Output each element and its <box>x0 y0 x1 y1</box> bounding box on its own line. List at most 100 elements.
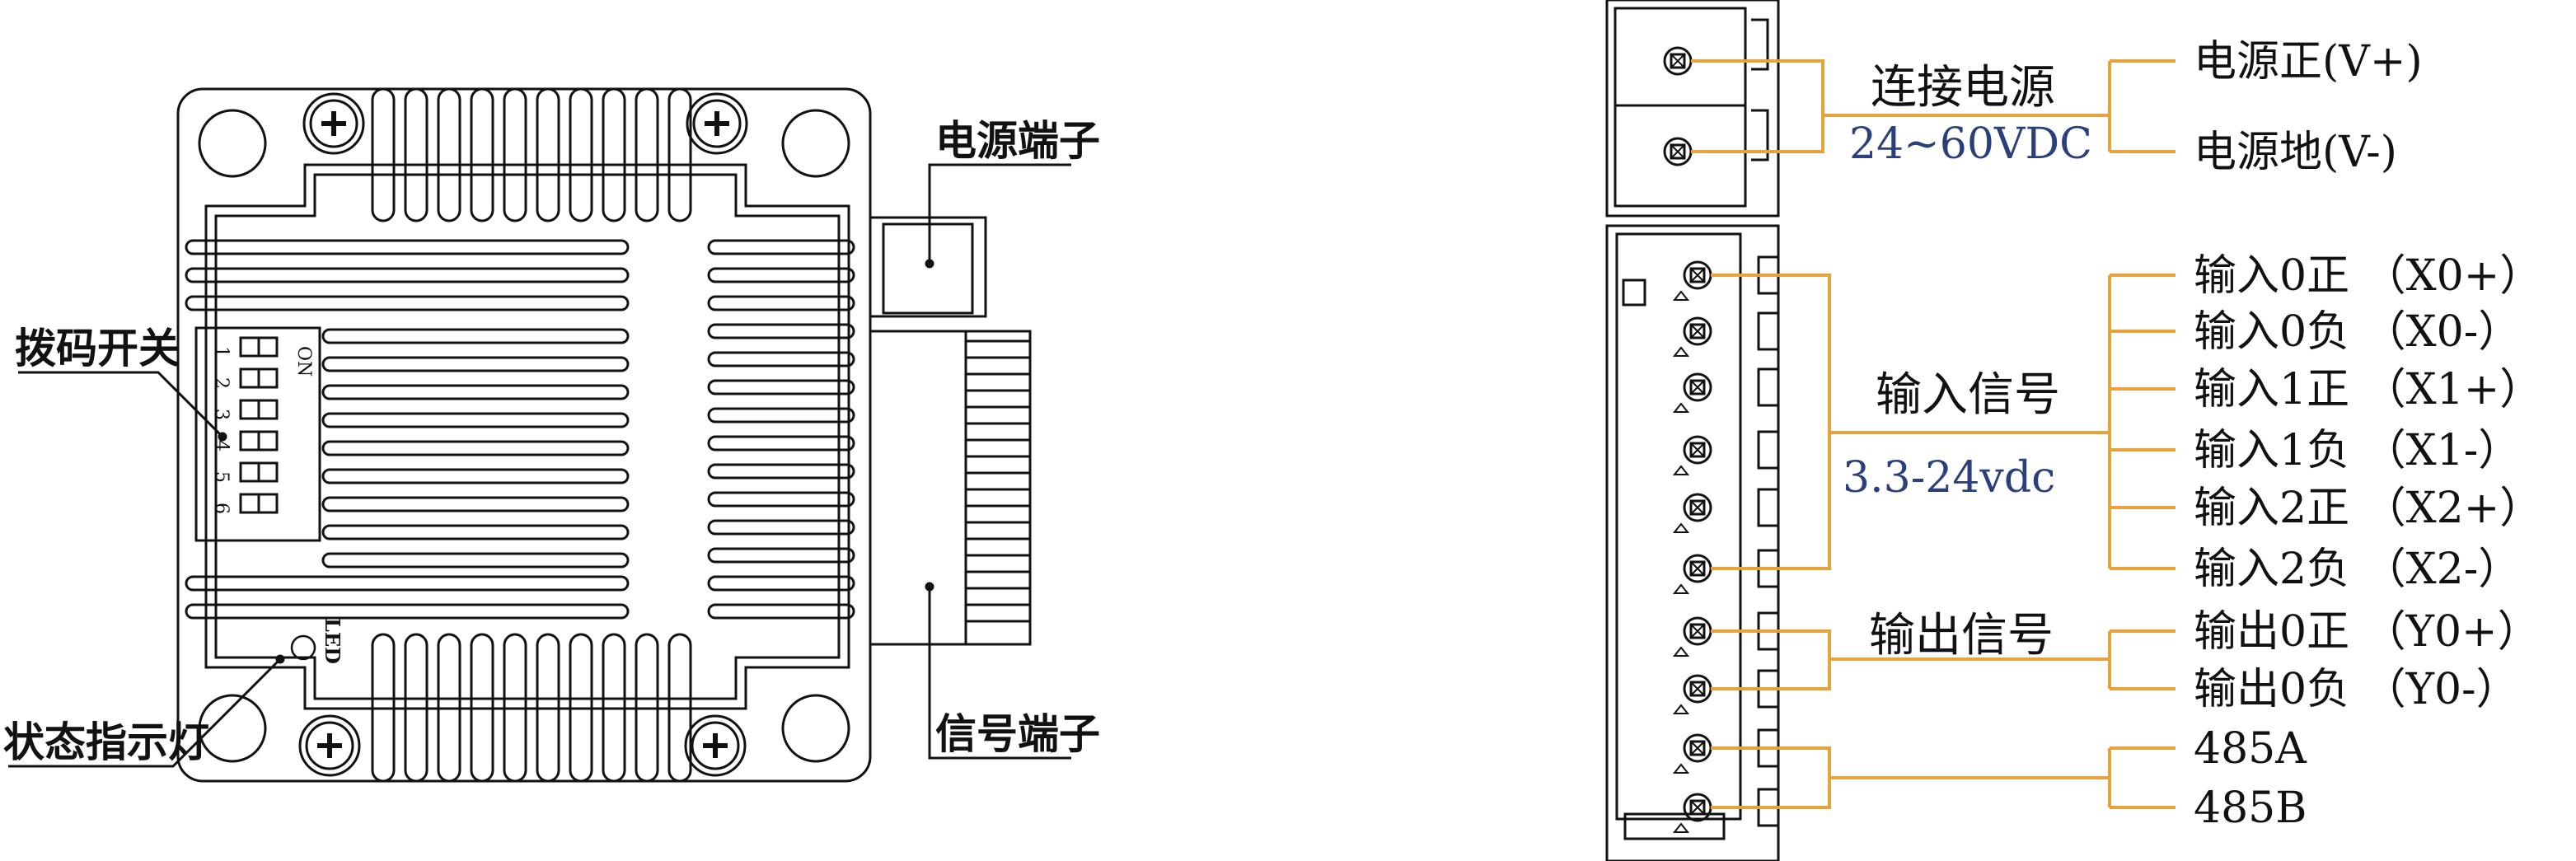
pin-screw <box>1683 674 1712 704</box>
fin-mid <box>321 412 630 428</box>
mount-hole-tr <box>781 109 850 178</box>
fin-top <box>437 87 461 222</box>
signal-connector-housing <box>1605 224 1780 861</box>
screw-br <box>684 714 747 777</box>
signal-terminal-ribs <box>964 330 1032 646</box>
label-dip-switch: 拨码开关 <box>15 324 180 372</box>
dip-number: 6 <box>211 503 232 514</box>
signal-terminal-body <box>869 330 967 646</box>
status-led <box>290 634 316 661</box>
driver-top-view <box>8 87 1071 783</box>
leader-dip-switch <box>18 371 224 438</box>
fin-left <box>185 239 630 255</box>
dip-switch-block <box>194 326 321 542</box>
terminal-block-view <box>1605 0 1780 861</box>
leader-status-light <box>8 657 282 768</box>
leader-power-terminal <box>928 163 1071 264</box>
pin-screw <box>1683 733 1712 763</box>
fin-bottom <box>667 633 692 783</box>
fin-mid <box>321 496 630 512</box>
dip-cell-knob <box>257 367 279 389</box>
fin-bottom <box>602 633 626 783</box>
label-power-terminal: 电源端子 <box>935 116 1100 165</box>
pin-label-485a: 485A <box>2194 724 2307 774</box>
dip-cell <box>239 367 260 389</box>
pin-label-v-minus: 电源地(V-) <box>2194 128 2397 177</box>
pin-screw <box>1683 260 1712 290</box>
fin-bottom <box>470 633 494 783</box>
power-group-title: 连接电源 <box>1871 61 2055 115</box>
heatsink-fins-bottom <box>371 633 692 783</box>
housing-outline <box>204 163 850 710</box>
pin-label-input: 输入0正 （X0+） <box>2194 251 2542 301</box>
fin-right <box>707 295 855 311</box>
heatsink-fins-top <box>371 87 692 222</box>
power-terminal-face <box>882 222 974 315</box>
flange-outline <box>176 87 872 783</box>
pin-clip <box>1757 311 1780 351</box>
mount-hole-bl <box>198 694 267 763</box>
fin-bottom <box>536 633 560 783</box>
fin-top <box>569 87 593 222</box>
fin-right <box>707 575 855 592</box>
fin-right <box>707 435 855 452</box>
pin-screw <box>1683 793 1712 822</box>
fin-top <box>635 87 659 222</box>
pin-screw <box>1683 372 1712 402</box>
leader-line <box>1711 274 1831 570</box>
screw-tr <box>686 92 748 155</box>
leader-line <box>1711 629 1831 690</box>
screw-bl <box>298 714 361 777</box>
dip-cell <box>239 336 260 358</box>
signal-pins <box>1672 255 1780 833</box>
fin-bottom <box>404 633 429 783</box>
power-connector-inner <box>1614 7 1747 208</box>
fin-top <box>602 87 626 222</box>
fin-right <box>707 407 855 423</box>
output-group-title: 输出信号 <box>1869 609 2054 662</box>
fin-bottom <box>503 633 527 783</box>
pin-label-output: 输出0负 （Y0-） <box>2194 665 2519 714</box>
fin-right <box>707 323 855 339</box>
pin-screw <box>1683 493 1712 522</box>
dip-number: 1 <box>211 346 232 358</box>
fin-right <box>707 463 855 480</box>
fin-bottom <box>635 633 659 783</box>
power-terminal-body <box>869 216 987 318</box>
signal-terminal-face <box>964 330 1032 646</box>
dip-number: 5 <box>211 471 232 483</box>
screw-tl <box>302 92 365 155</box>
pin-label-485b: 485B <box>2194 784 2307 833</box>
fin-top <box>536 87 560 222</box>
dip-number: 3 <box>211 409 232 420</box>
fin-top <box>404 87 429 222</box>
power-connector-housing <box>1605 0 1780 218</box>
pin-label-output: 输出0正 （Y0+） <box>2194 607 2541 657</box>
dip-cell-knob <box>257 336 279 358</box>
pin-label-input: 输入1负 （X1-） <box>2194 426 2521 475</box>
pin-screw <box>1663 46 1693 76</box>
input-group-title: 输入信号 <box>1876 368 2060 422</box>
dip-cell <box>239 493 260 514</box>
power-pins <box>1663 18 1769 166</box>
led-text: LED <box>321 618 344 664</box>
pin-label-input: 输入0负 （X0-） <box>2194 307 2521 357</box>
fin-mid <box>321 328 630 344</box>
fin-left <box>185 267 630 283</box>
dip-number: 4 <box>211 440 232 452</box>
fin-right <box>707 491 855 508</box>
dip-cell-knob <box>257 461 279 483</box>
mount-hole-tl <box>198 109 267 178</box>
fin-mid <box>321 384 630 400</box>
fin-right <box>707 603 855 620</box>
dip-on-text: ON <box>293 346 314 377</box>
fin-top <box>371 87 396 222</box>
fin-mid <box>321 440 630 456</box>
heatsink-fins-right <box>707 239 855 620</box>
fin-right <box>707 351 855 367</box>
fin-right <box>707 239 855 255</box>
fin-right <box>707 519 855 536</box>
dip-cell-knob <box>257 493 279 514</box>
